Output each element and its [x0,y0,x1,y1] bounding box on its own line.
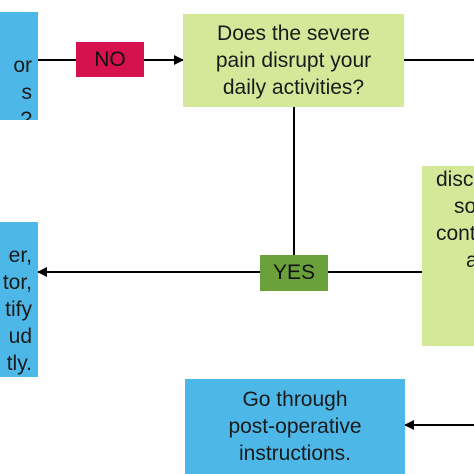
node-line: a [466,249,474,272]
node-line: s [21,81,33,104]
node-line: post-operative [228,415,362,438]
node-line: er, [8,244,32,267]
node-line: Does the severe [217,22,370,45]
node-top-left-partial: or s ? [0,12,38,120]
node-left-partial: er, tor, tify ud tly. [0,222,38,377]
node-line: cont [436,222,474,245]
node-line: so [454,195,474,218]
no-label: NO [76,42,144,77]
node-right-partial: disc so cont a [422,166,474,346]
node-line: or [13,54,32,77]
node-line: ? [20,108,32,120]
node-line: disc [436,168,474,191]
node-post-op: Go through post-operative instructions. [185,379,405,474]
node-question: Does the severe pain disrupt your daily … [183,14,404,107]
node-line: tly. [6,352,32,375]
node-line: tify [5,298,32,321]
node-line: ud [8,325,32,348]
yes-label: YES [260,255,328,291]
node-line: tor, [2,271,32,294]
node-line: pain disrupt your [215,49,372,72]
node-line: daily activities? [222,76,365,99]
node-line: Go through [242,388,348,411]
node-line: instructions. [238,442,352,465]
